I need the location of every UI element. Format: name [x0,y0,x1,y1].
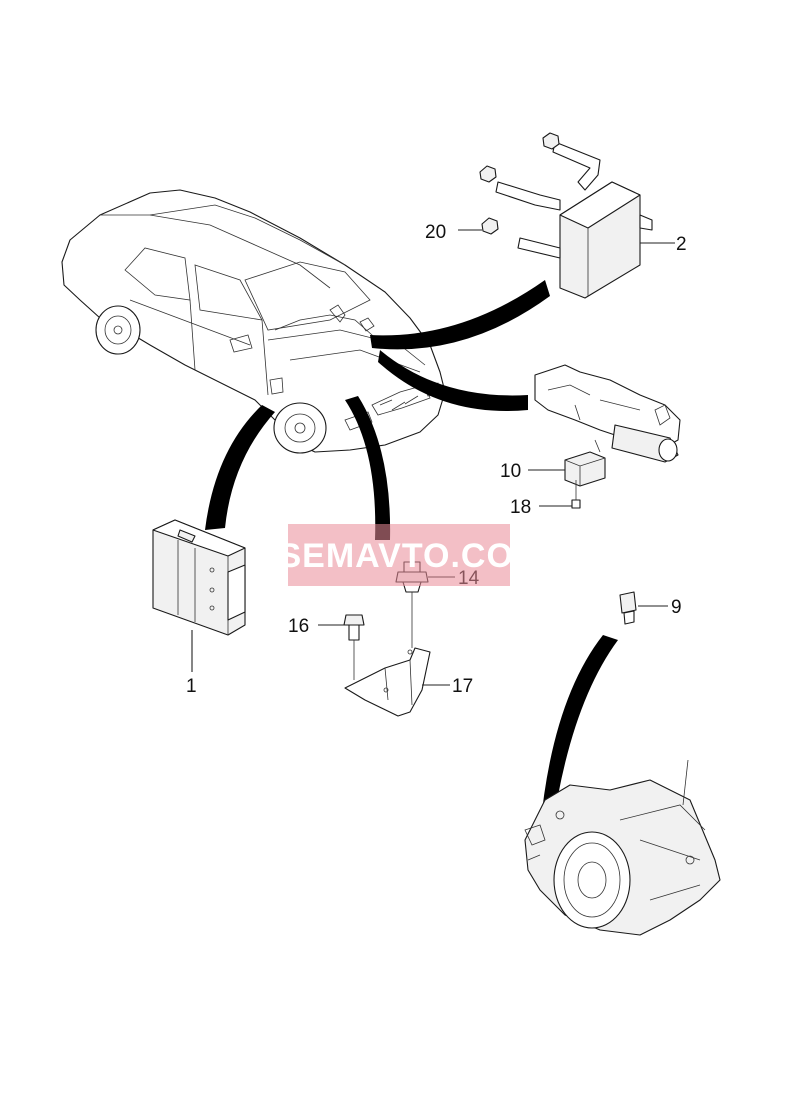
sensor-10 [564,439,606,487]
ecu-module-1 [152,519,246,636]
callout-9: 9 [671,597,682,618]
callout-1: 1 [186,676,197,697]
bolt-18 [571,480,581,509]
sensor-9 [619,591,637,625]
callout-18: 18 [510,497,531,518]
steering-column [534,364,681,463]
callout-10: 10 [500,461,521,482]
callout-2: 2 [676,234,687,255]
bracket-17 [344,600,431,717]
callout-20: 20 [425,222,446,243]
watermark: VSEMAVTO.COM [255,524,543,586]
watermark-background [288,524,510,586]
callout-17: 17 [452,676,473,697]
bolt-16 [343,614,365,680]
car-illustration [61,189,446,454]
control-module-2 [479,132,653,299]
callout-16: 16 [288,616,309,637]
transmission-illustration [524,759,721,936]
connector-bands [205,280,618,832]
watermark-text: VSEMAVTO.COM [255,537,543,575]
